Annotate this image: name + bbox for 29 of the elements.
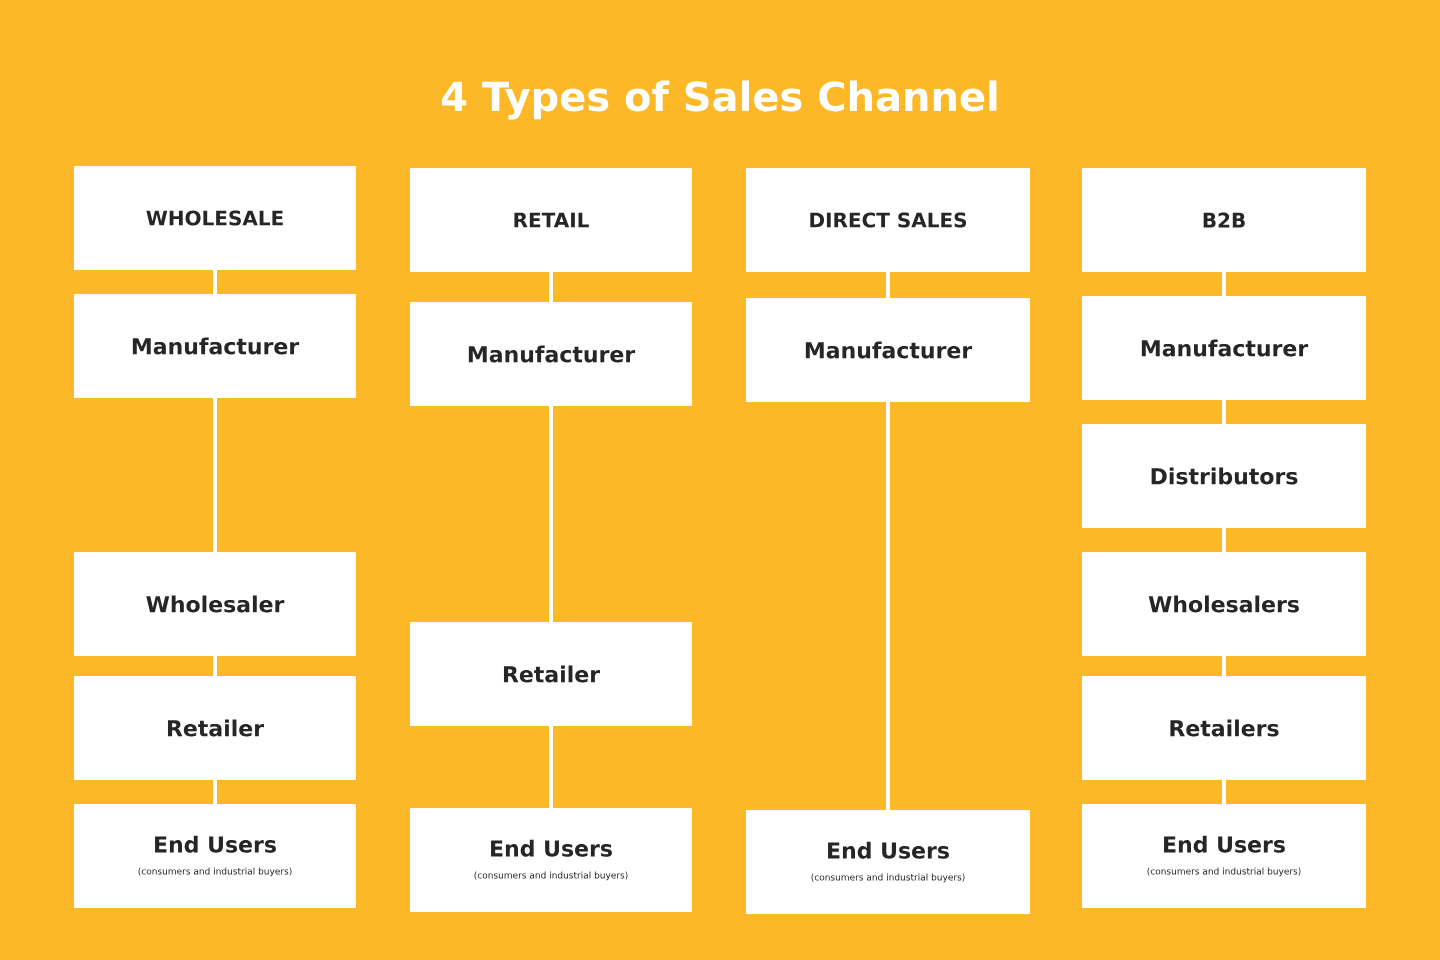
column-header-box: RETAIL — [410, 168, 692, 272]
title: 4 Types of Sales Channel — [441, 80, 997, 120]
column-header-box: B2B — [1082, 168, 1366, 272]
stage-box: Wholesalers — [1082, 552, 1366, 656]
connector-line — [1222, 656, 1226, 676]
connector-line — [1222, 400, 1226, 424]
stage-box: Manufacturer — [1082, 296, 1366, 400]
connector-line — [886, 402, 890, 810]
stage-box: Distributors — [1082, 424, 1366, 528]
stage-box: Manufacturer — [746, 298, 1030, 402]
stage-box: Manufacturer — [410, 302, 692, 406]
stage-box: Retailers — [1082, 676, 1366, 780]
connector-line — [886, 272, 890, 298]
column-header-box: DIRECT SALES — [746, 168, 1030, 272]
connector-line — [213, 270, 217, 294]
column-header-box: WHOLESALE — [74, 166, 356, 270]
stage-box: Wholesaler — [74, 552, 356, 656]
connector-line — [549, 406, 553, 622]
connector-line — [213, 398, 217, 552]
connector-line — [1222, 780, 1226, 804]
connector-line — [1222, 272, 1226, 296]
stage-box: Retailer — [74, 676, 356, 780]
stage-box: Retailer — [410, 622, 692, 726]
connector-line — [549, 726, 553, 808]
stage-box: Manufacturer — [74, 294, 356, 398]
connector-line — [549, 272, 553, 302]
connector-line — [1222, 528, 1226, 552]
connector-line — [213, 656, 217, 676]
connector-line — [213, 780, 217, 804]
